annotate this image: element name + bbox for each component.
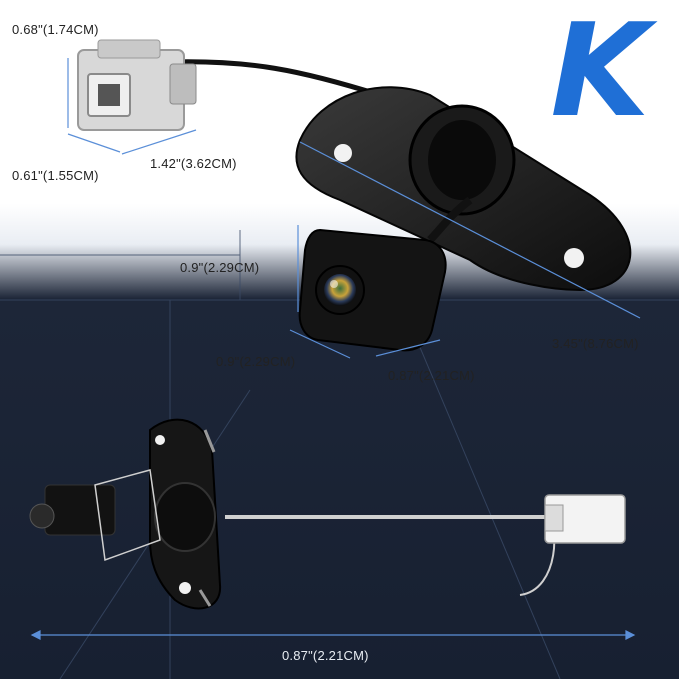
camera-depth-label: 0.87"(2.21CM) bbox=[388, 368, 475, 383]
brand-logo: K bbox=[550, 0, 650, 146]
connector-plug bbox=[77, 39, 381, 131]
assembled-camera-view bbox=[29, 418, 626, 610]
connector-height-label: 0.68"(1.74CM) bbox=[12, 22, 99, 37]
camera-bracket bbox=[295, 86, 632, 292]
camera-height-label: 0.9"(2.29CM) bbox=[180, 260, 260, 275]
total-length-label: 0.87"(2.21CM) bbox=[282, 648, 369, 663]
connector-length-label: 1.42"(3.62CM) bbox=[150, 156, 237, 171]
connector-dimension-lines bbox=[67, 58, 197, 155]
camera-body bbox=[298, 228, 447, 352]
connector-width-label: 0.61"(1.55CM) bbox=[12, 168, 99, 183]
camera-dimension-lines bbox=[289, 141, 641, 359]
bottom-dimension-line bbox=[30, 630, 636, 640]
bracket-length-label: 3.45"(8.76CM) bbox=[552, 336, 639, 351]
camera-width-label: 0.9"(2.29CM) bbox=[216, 354, 296, 369]
